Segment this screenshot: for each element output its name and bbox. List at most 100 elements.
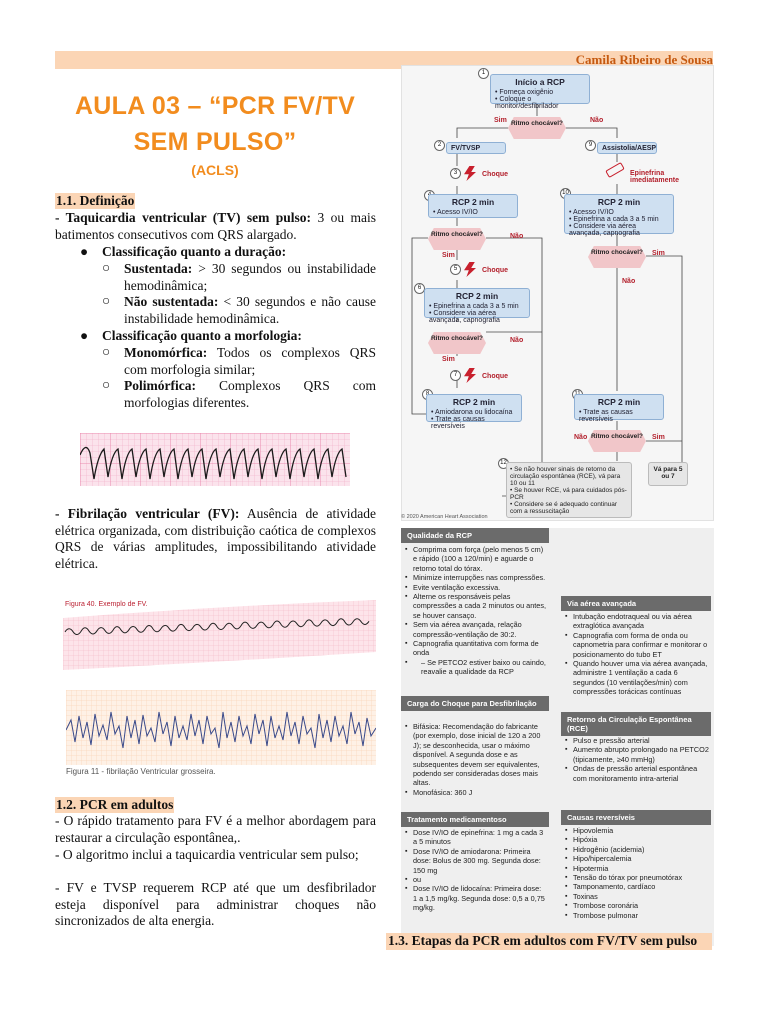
flow-label-no: Não xyxy=(510,233,524,240)
flow-node-title: RCP 2 min xyxy=(451,197,495,207)
monomorfica-term: Monomórfica: xyxy=(124,345,208,360)
section-heading-pcr-adultos: 1.2. PCR em adultos xyxy=(55,797,175,813)
bullet-duracao: ● Classificação quanto a duração: xyxy=(80,244,376,261)
flow-label-choque: Choque xyxy=(482,171,509,178)
flow-node-title: RCP 2 min xyxy=(597,397,641,407)
shock-dose-list: Bifásica: Recomendação do fabricante (po… xyxy=(405,722,547,798)
rce-item: Aumento abrupto prolongado na PETCO2 (ti… xyxy=(565,745,711,764)
shock-dose-item: Monofásica: 360 J xyxy=(405,788,547,798)
flow-decision-9: Ritmo chocável? xyxy=(588,246,646,268)
section-heading-etapas: 1.3. Etapas da PCR em adultos com FV/TV … xyxy=(386,933,712,950)
polimorfica-term: Polimórfica: xyxy=(124,378,196,393)
nao-sustentada-term: Não sustentada: xyxy=(124,294,219,309)
flow-node-title: RCP 2 min xyxy=(452,397,496,407)
polimorfica-text: Complexos QRS com morfologias diferentes… xyxy=(124,378,376,410)
cause-item: Trombose pulmonar xyxy=(565,911,711,921)
quality-item: Evite ventilação excessiva. xyxy=(405,583,547,593)
cause-item: Tensão do tórax por pneumotórax xyxy=(565,873,711,883)
rce-item: Pulso e pressão arterial xyxy=(565,736,711,746)
tv-text: 3 ou mais batimentos consecutivos com QR… xyxy=(55,210,377,242)
morfologia-heading: Classificação quanto a morfologia: xyxy=(102,328,302,343)
flow-node-item: • Acesso IV/IO xyxy=(433,209,478,216)
pcr-paragraph-2: - O algoritmo inclui a taquicardia ventr… xyxy=(55,847,359,862)
page-subtitle: (ACLS) xyxy=(191,162,239,178)
bullet-ring-icon: ○ xyxy=(102,344,111,359)
flow-label-yes: Sim xyxy=(652,434,665,441)
flowchart-copyright: © 2020 American Heart Association xyxy=(401,514,488,520)
flow-node-fv-tvsp: FV/TVSP xyxy=(446,142,506,154)
flow-decision-11: Ritmo chocável? xyxy=(588,430,646,452)
drug-heading: Tratamento medicamentoso xyxy=(401,812,549,827)
ecg-fv-figure40: Figura 40. Exemplo de FV. xyxy=(63,600,376,670)
flow-node-rcp-10: RCP 2 min • Acesso IV/IO • Epinefrina a … xyxy=(564,194,674,237)
fv-definition: - Fibrilação ventricular (FV): Ausência … xyxy=(55,506,376,572)
cause-item: Hidrogênio (acidemia) xyxy=(565,845,711,855)
flow-label-yes: Sim xyxy=(442,252,455,259)
reversible-causes-heading: Causas reversíveis xyxy=(561,810,711,825)
step-number-9: 9 xyxy=(585,140,596,151)
flow-label-choque: Choque xyxy=(482,373,509,380)
flow-label-yes: Sim xyxy=(494,117,507,124)
flow-label-yes: Sim xyxy=(652,250,665,257)
bullet-ring-icon: ○ xyxy=(102,377,111,392)
figure40-caption: Figura 40. Exemplo de FV. xyxy=(65,601,148,608)
pcr-paragraph-1: - O rápido tratamento para FV é a melhor… xyxy=(55,813,376,845)
cause-item: Toxinas xyxy=(565,892,711,902)
bullet-dot-icon: ● xyxy=(80,328,89,343)
drug-item: ou xyxy=(405,875,547,885)
ecg-fv-image xyxy=(63,600,376,670)
author-name: Camila Ribeiro de Sousa xyxy=(575,52,713,67)
flow-node-item: • Considere via aérea avançada, capnogra… xyxy=(569,223,640,237)
flow-label-no: Não xyxy=(510,337,524,344)
fv-text: Ausência de atividade elétrica organizad… xyxy=(55,506,376,571)
flow-node-item: • Acesso IV/IO xyxy=(569,209,614,216)
flow-label-epinefrina: Epinefrina imediatamente xyxy=(630,170,680,184)
flow-node-assistolia: Assistolia/AESP xyxy=(597,142,657,154)
rce-heading: Retorno da Circulação Espontânea (RCE) xyxy=(561,712,711,736)
step-number-1: 1 xyxy=(478,68,489,79)
step-number-5: 5 xyxy=(450,264,461,275)
step-number-2: 2 xyxy=(434,140,445,151)
quality-item: Sem via aérea avançada, relação compress… xyxy=(405,620,547,639)
sustentada-text: > 30 segundos ou instabilidade hemodinâm… xyxy=(124,261,376,293)
quality-item: Minimize interrupções nas compressões. xyxy=(405,573,547,583)
flow-node-item: • Considere via aérea avançada, capnogra… xyxy=(429,310,500,324)
airway-heading: Via aérea avançada xyxy=(561,596,711,611)
flow-node-rcp-6: RCP 2 min • Epinefrina a cada 3 a 5 min … xyxy=(424,288,530,324)
quality-item: Comprima com força (pelo menos 5 cm) e r… xyxy=(405,545,547,573)
flow-label-no: Não xyxy=(574,434,588,441)
flow-node-item: • Se houver RCE, vá para cuidados pós-PC… xyxy=(510,487,627,501)
airway-item: Capnografia com forma de onda ou capnome… xyxy=(565,631,711,659)
duracao-heading: Classificação quanto a duração: xyxy=(102,244,287,259)
flow-label-yes: Sim xyxy=(442,356,455,363)
bullet-morfologia: ● Classificação quanto a morfologia: xyxy=(80,328,376,345)
flow-node-item: • Forneça oxigênio xyxy=(495,89,554,96)
flow-decision-3: Ritmo chocável? xyxy=(428,332,486,354)
step-number-7: 7 xyxy=(450,370,461,381)
flow-node-item: • Trate as causas reversíveis xyxy=(431,416,485,430)
polimorfica-item: ○ Polimórfica: Complexos QRS com morfolo… xyxy=(102,377,376,411)
flow-node-title: RCP 2 min xyxy=(597,197,641,207)
flow-node-inicio-rcp: Início a RCP • Forneça oxigênio • Coloqu… xyxy=(490,74,590,110)
ecg-tv-image xyxy=(80,433,350,486)
page-title-line2: SEM PULSO” xyxy=(133,128,297,156)
sustentada-term: Sustentada: xyxy=(124,261,193,276)
flow-node-rcp-11: RCP 2 min • Trate as causas reversíveis xyxy=(574,394,664,423)
fv-term: - Fibrilação ventricular (FV): xyxy=(55,506,240,521)
flow-node-rcp-4: RCP 2 min • Acesso IV/IO xyxy=(428,194,518,218)
quality-item: Alterne os responsáveis pelas compressõe… xyxy=(405,592,547,620)
figure11-caption: Figura 11 - fibrilação Ventricular gross… xyxy=(66,767,216,776)
bullet-ring-icon: ○ xyxy=(102,260,111,275)
airway-list: Intubação endotraqueal ou via aérea extr… xyxy=(565,612,711,697)
nao-sustentada-text: < 30 segundos e não cause instabilidade … xyxy=(124,294,376,326)
airway-item: Quando houver uma via aérea avançada, ad… xyxy=(565,659,711,697)
ecg-fv-figure11: Figura 11 - fibrilação Ventricular gross… xyxy=(66,690,376,778)
flow-node-item: • Se não houver sinais de retorno da cir… xyxy=(510,466,621,487)
rce-item: Ondas de pressão arterial espontânea com… xyxy=(565,764,711,783)
section-heading-definicao: 1.1. Definição xyxy=(55,193,136,209)
cause-item: Hipovolemia xyxy=(565,826,711,836)
flow-decision-2: Ritmo chocável? xyxy=(428,228,486,250)
flow-node-12: • Se não houver sinais de retorno da cir… xyxy=(506,462,632,518)
quality-subitem: – Se PETCO2 estiver baixo ou caindo, rea… xyxy=(405,658,547,677)
title-block: AULA 03 – “PCR FV/TV SEM PULSO” (ACLS) xyxy=(55,88,375,178)
